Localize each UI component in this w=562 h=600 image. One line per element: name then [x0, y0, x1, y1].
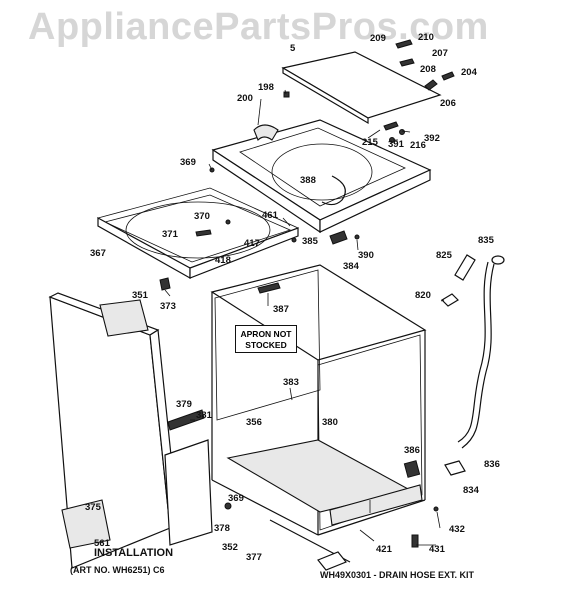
callout-369-bottom: 369 [228, 493, 244, 504]
callout-379: 379 [176, 399, 192, 410]
callout-820: 820 [415, 290, 431, 301]
callout-208: 208 [420, 64, 436, 75]
panel-351 [99, 299, 149, 337]
callout-352: 352 [222, 542, 238, 553]
callout-385: 385 [302, 236, 318, 247]
callout-351: 351 [132, 290, 148, 301]
callout-356: 356 [246, 417, 262, 428]
art-number: (ART NO. WH6251) C6 [70, 565, 165, 575]
door-panel [164, 439, 213, 546]
installation-label: INSTALLATION [94, 547, 174, 559]
callout-835: 835 [478, 235, 494, 246]
top-cover [211, 119, 432, 234]
callout-461: 461 [262, 210, 278, 221]
callout-387: 387 [273, 304, 289, 315]
callout-204: 204 [461, 67, 477, 78]
callout-388: 388 [300, 175, 316, 186]
callout-367: 367 [90, 248, 106, 259]
callout-371: 371 [162, 229, 178, 240]
callout-200: 200 [237, 93, 253, 104]
installation-envelope [61, 499, 111, 549]
callout-421: 421 [376, 544, 392, 555]
callout-198: 198 [258, 82, 274, 93]
base-frame [96, 187, 300, 280]
lid [281, 51, 442, 125]
callout-825: 825 [436, 250, 452, 261]
drain-hose [441, 254, 505, 449]
callout-216: 216 [410, 140, 426, 151]
callout-5: 5 [290, 43, 296, 54]
callout-377: 377 [246, 552, 262, 563]
small-parts [159, 39, 455, 548]
callout-215: 215 [362, 137, 378, 148]
callout-432: 432 [449, 524, 465, 535]
installation-number: 561 [94, 538, 110, 549]
callout-375: 375 [85, 502, 101, 513]
callout-834: 834 [463, 485, 479, 496]
callout-836: 836 [484, 459, 500, 470]
callout-380: 380 [322, 417, 338, 428]
strip-379 [167, 409, 205, 431]
callout-384: 384 [343, 261, 359, 272]
callout-381: 381 [196, 410, 212, 421]
callout-378: 378 [214, 523, 230, 534]
callout-386: 386 [404, 445, 420, 456]
callout-369-top: 369 [180, 157, 196, 168]
callout-373: 373 [160, 301, 176, 312]
callout-207: 207 [432, 48, 448, 59]
callout-209: 209 [370, 33, 386, 44]
callout-210: 210 [418, 32, 434, 43]
apron-note-line1: APRON NOT [240, 329, 292, 339]
callout-391: 391 [388, 139, 404, 150]
callout-383: 383 [283, 377, 299, 388]
kit-caption: WH49X0301 - DRAIN HOSE EXT. KIT [320, 570, 475, 580]
callout-206: 206 [440, 98, 456, 109]
apron-note-box: APRON NOT STOCKED [235, 325, 297, 353]
callout-418: 418 [215, 255, 231, 266]
leader-lines [164, 89, 445, 546]
callout-370: 370 [194, 211, 210, 222]
callout-392: 392 [424, 133, 440, 144]
watermark: AppliancePartsPros.com [28, 6, 489, 48]
pump-834 [444, 460, 466, 476]
callout-390: 390 [358, 250, 374, 261]
callout-431: 431 [429, 544, 445, 555]
cabinet [210, 264, 427, 536]
apron-note-line2: STOCKED [245, 340, 287, 350]
callout-417: 417 [244, 238, 260, 249]
